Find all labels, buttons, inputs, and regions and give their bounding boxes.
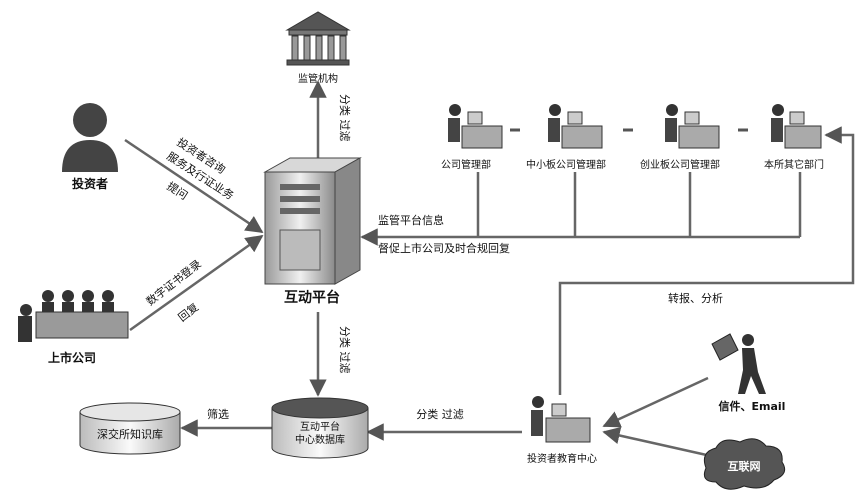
central-db-node: 互动平台 中心数据库: [271, 397, 369, 459]
dept-gem-node: 创业板公司管理部: [640, 104, 720, 171]
label-edu-to-depts: 转报、分析: [668, 291, 723, 305]
label-company-reply: 回复: [175, 300, 201, 325]
dept-company-node: 公司管理部: [441, 104, 503, 171]
desk-worker-icon: [531, 396, 591, 443]
label-platform-to-db: 分类 过滤: [338, 326, 352, 374]
internet-label: 互联网: [728, 459, 761, 473]
knowledge-base-label: 深交所知识库: [97, 427, 163, 441]
dept-other-node: 本所其它部门: [764, 104, 824, 171]
arrow-mail-to-edu: [602, 376, 709, 428]
desk-worker-icon: [771, 104, 822, 149]
education-center-node: 投资者教育中心: [527, 396, 597, 465]
database-cylinder-icon: [271, 397, 369, 459]
investor-edge-labels: 投资者咨询 服务及行证业务 提问: [164, 135, 236, 203]
central-db-label-line2: 中心数据库: [295, 433, 345, 446]
regulator-node: 监管机构: [285, 11, 351, 85]
arrow-internet-to-edu: [602, 426, 721, 460]
platform-label: 互动平台: [284, 289, 340, 306]
dept-gem-label: 创业板公司管理部: [640, 158, 720, 171]
meeting-table-icon: [18, 290, 129, 342]
arrow-edu-to-depts: [558, 126, 855, 395]
listed-company-label: 上市公司: [48, 350, 96, 365]
internet-node: 互联网: [703, 438, 786, 490]
cloud-icon: [703, 438, 786, 490]
regulator-label: 监管机构: [298, 72, 338, 85]
person-icon: [62, 103, 118, 172]
listed-company-node: 上市公司: [18, 290, 129, 365]
mail-label: 信件、Email: [719, 399, 786, 413]
label-platform-to-regulator: 分类 过滤: [338, 94, 352, 142]
label-edu-to-db: 分类 过滤: [416, 407, 464, 421]
dept-company-label: 公司管理部: [441, 158, 491, 171]
connectors: [124, 80, 855, 460]
dept-other-label: 本所其它部门: [764, 158, 824, 171]
arrow-company-to-platform: [129, 234, 264, 332]
investor-label: 投资者: [72, 176, 108, 191]
desk-worker-icon: [548, 104, 603, 149]
platform-node: 互动平台: [263, 157, 362, 306]
central-db-label-line1: 互动平台: [300, 420, 340, 433]
label-db-to-kb: 筛选: [207, 407, 229, 421]
label-depts-to-platform: 监管平台信息: [378, 213, 444, 227]
server-icon: [263, 157, 362, 285]
arrow-investor-to-platform: [124, 138, 264, 234]
investor-node: 投资者: [62, 103, 118, 191]
knowledge-base-node: 深交所知识库: [79, 402, 181, 455]
mail-node: 信件、Email: [711, 333, 786, 413]
desk-worker-icon: [665, 104, 720, 149]
desk-worker-icon: [448, 104, 503, 149]
mail-carrier-icon: [711, 333, 766, 394]
dept-sme-label: 中小板公司管理部: [526, 158, 606, 171]
government-building-icon: [285, 11, 351, 66]
database-cylinder-icon: [79, 402, 181, 455]
label-investor-q3: 提问: [164, 180, 190, 203]
dept-sme-node: 中小板公司管理部: [526, 104, 606, 171]
education-center-label: 投资者教育中心: [527, 452, 597, 465]
label-platform-to-depts: 督促上市公司及时合规回复: [378, 241, 510, 255]
